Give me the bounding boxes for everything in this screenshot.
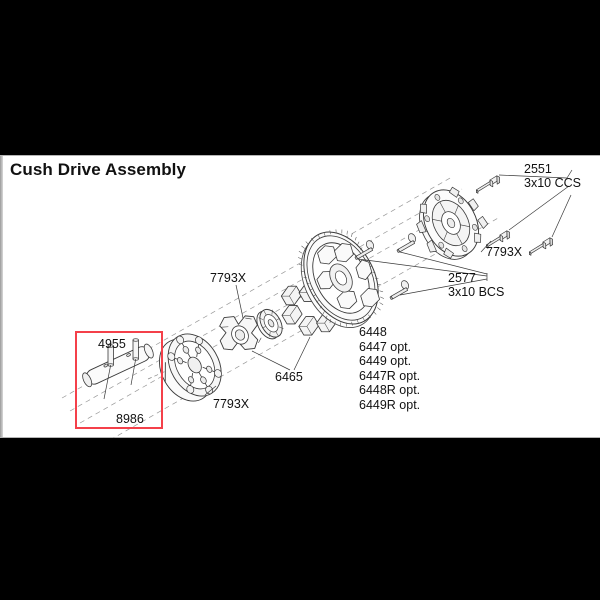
parts-list-item: 6447 opt.: [359, 339, 412, 354]
parts-list-item: 6447R opt.: [359, 368, 421, 383]
label-7793x-lower: 7793X: [213, 397, 250, 411]
exploded-diagram-artwork: [61, 169, 573, 438]
label-2577: 2577 3x10 BCS: [448, 271, 505, 299]
parts-list-item: 6448R opt.: [359, 383, 421, 397]
spur-gear-parts-list: 6448 6447 opt. 6449 opt. 6447R opt. 6448…: [359, 325, 420, 412]
label-2551-spec: 3x10 CCS: [524, 175, 581, 190]
label-2551: 2551 3x10 CCS: [524, 162, 581, 190]
label-4955: 4955: [98, 337, 126, 351]
label-2577-part: 2577: [448, 271, 476, 285]
parts-list-item: 6449 opt.: [359, 354, 412, 368]
highlighted-parts-inset[interactable]: [75, 331, 163, 429]
parts-list-item: 6448: [359, 325, 387, 339]
label-7793x-upper: 7793X: [210, 271, 247, 285]
label-8986: 8986: [116, 412, 144, 426]
label-7793x-right: 7793X: [486, 245, 523, 259]
label-6465: 6465: [275, 370, 303, 384]
page-title: Cush Drive Assembly: [10, 160, 187, 179]
label-2577-spec: 3x10 BCS: [448, 284, 505, 299]
label-2551-part: 2551: [524, 162, 552, 176]
parts-list-item: 6449R opt.: [359, 397, 421, 412]
